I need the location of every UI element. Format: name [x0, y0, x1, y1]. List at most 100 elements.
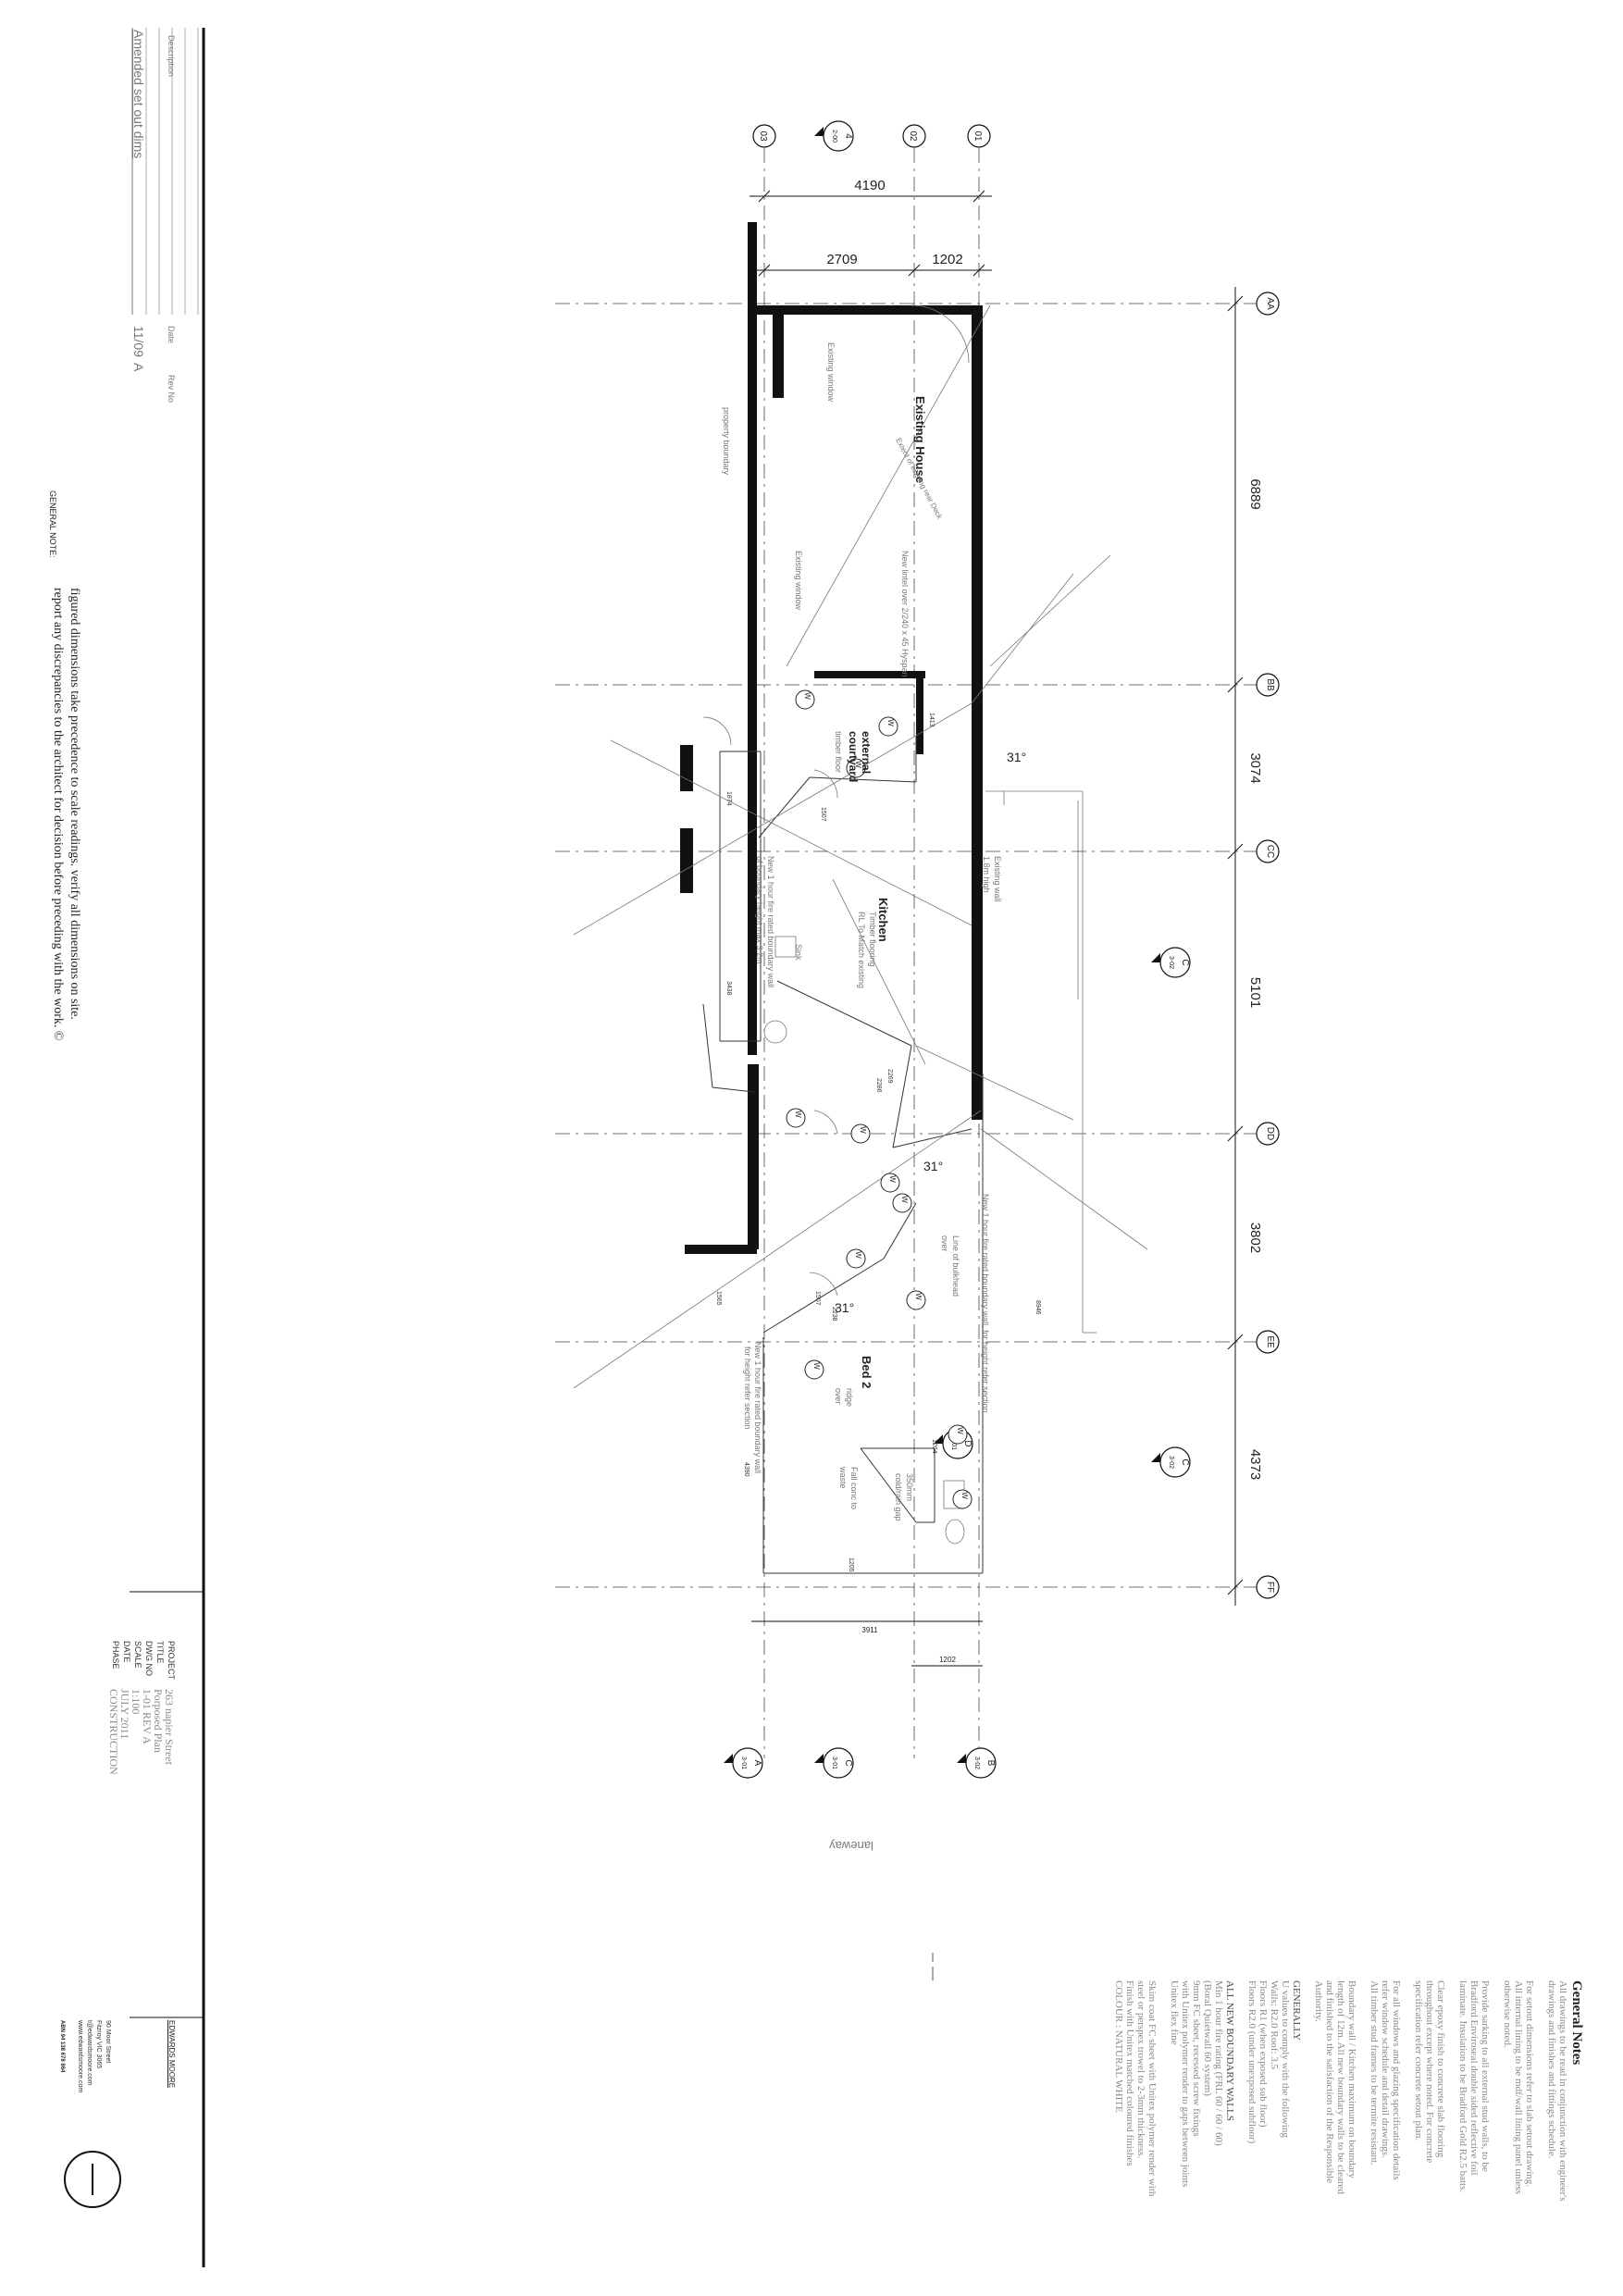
- section-letter-0: A: [752, 1760, 762, 1767]
- label-timber-floor: timber floor: [834, 731, 843, 773]
- firm-address-line-2: t@edwardsmoore.com: [86, 2020, 93, 2086]
- wall-segment-6: [773, 315, 784, 398]
- general-notes-line-8-1: steel or perspex trowel to 2-3mm thickne…: [1135, 1980, 1146, 2159]
- small-dim-9: 1205: [848, 1558, 854, 1572]
- wall-line-7: [883, 1202, 917, 1260]
- section-marker-arrow: [957, 1754, 966, 1763]
- label-laneway: laneway: [829, 1839, 873, 1853]
- label-angle-31-c: 31°: [835, 1300, 854, 1315]
- walls: [680, 222, 983, 1254]
- wall-segment-7: [748, 500, 757, 518]
- wall-segment-9: [916, 671, 923, 754]
- window-tag-10: W: [914, 1293, 923, 1300]
- grid-bubble-03: [752, 124, 776, 148]
- grid-bubble-BB: [1256, 673, 1280, 697]
- general-notes-line-5-1: length of 12m. All new boundary walls to…: [1335, 1980, 1346, 2194]
- section-sheet-2: 3-02: [973, 1756, 980, 1769]
- wall-segment-11: [680, 828, 693, 893]
- grid-bubble-CC: [1256, 839, 1280, 863]
- general-notes-line-6-4: Floors R2.0 (under unexposed subfloor): [1246, 1980, 1258, 2144]
- general-notes-line-7-2: (Boral Quietwall 60 system): [1202, 1980, 1213, 2096]
- window-tag-7: W: [956, 1427, 964, 1434]
- section-letter-3: 4: [843, 133, 853, 139]
- window-tag-3: W: [794, 1111, 802, 1118]
- label-fall-waste-b: waste: [838, 1466, 848, 1489]
- wall-line-6: [762, 1258, 885, 1334]
- room-external-courtyard-2: courtyard: [847, 731, 860, 782]
- wall-segment-0: [748, 222, 757, 1055]
- general-notes-line-7-0: ALL NEW BOUNDARY WALLS: [1224, 1980, 1235, 2121]
- general-notes-line-3-0: Clear epoxy finish to concrete slab floo…: [1435, 1980, 1446, 2158]
- light-line-9: [915, 1045, 1074, 1121]
- grid-bubble-AA: [1256, 292, 1280, 316]
- section-sheet-5: 3-02: [1168, 1456, 1174, 1469]
- general-notes-line-2-2: laminate. Insulation to be Bradford Gold…: [1457, 1980, 1468, 2193]
- label-new-1hr-wall-1: New 1 hour fire rated boundary wall: [766, 856, 775, 987]
- dim-tick-5: [1227, 1579, 1244, 1595]
- project-label-title: TITLE: [155, 1641, 165, 1664]
- dim-spacing-3074: 3074: [1247, 752, 1263, 783]
- wall-segment-1: [748, 305, 979, 315]
- general-notes-line-2-1: Bradford Enviroseal double sided reflect…: [1468, 1980, 1480, 2176]
- general-notes-line-6-3: Floors R1 (when exposed sub floor): [1258, 1980, 1269, 2128]
- label-line-bulkhead-b: over: [940, 1235, 949, 1252]
- window-tag-circle: [880, 1173, 900, 1193]
- grid-label-FF: FF: [1265, 1582, 1275, 1593]
- general-notes-line-2-0: Provide sarking to all external stud wal…: [1480, 1980, 1491, 2172]
- project-label-scale: SCALE: [133, 1641, 142, 1669]
- wall-line-3: [776, 980, 912, 1047]
- window-tag-circle: [948, 1424, 968, 1445]
- dim-bottom-1202: 1202: [939, 1656, 956, 1664]
- thin-linework: [702, 736, 984, 1574]
- general-notes-line-4-2: All timber stud frames to be termite res…: [1369, 1980, 1380, 2166]
- general-notes-line-3-1: throughout except where noted. For concr…: [1424, 1980, 1435, 2164]
- small-dim-10: 4390: [743, 1462, 750, 1477]
- general-notes-line-8-3: COLOUR : NATURAL WHITE: [1113, 1980, 1124, 2113]
- basin-fixture: [945, 1519, 965, 1545]
- window-tag-8: W: [900, 1196, 909, 1203]
- wall-segment-8: [814, 671, 925, 678]
- window-tag-2: W: [854, 761, 862, 768]
- dim-top-2709: 2709: [826, 252, 857, 267]
- dim-tick-3: [1227, 1125, 1244, 1142]
- small-dim-0: 1413: [928, 713, 935, 727]
- label-ridge-over: over: [834, 1388, 843, 1405]
- wall-segment-3: [972, 676, 983, 1120]
- label-new-1hr-wall-3b: for height refer section: [743, 1347, 752, 1430]
- section-sheet-4: 3-02: [1168, 956, 1174, 969]
- label-rl-match: RL To Match existing: [857, 912, 866, 988]
- label-angle-31-b: 31°: [923, 1159, 943, 1173]
- window-tag-6: W: [854, 1251, 862, 1259]
- general-notes-line-8-0: Skim coat FC sheet with Unitex polymer r…: [1146, 1980, 1158, 2197]
- general-notes-line-6-1: U values to comply with the following: [1280, 1980, 1291, 2138]
- firm-address-line-1: Fitzroy VIC 3065: [95, 2020, 102, 2069]
- window-tag-circle: [878, 716, 898, 737]
- room-existing-house: Existing House: [913, 396, 927, 483]
- label-new-lintel: New lintel over 2/240 x 45 Hyspan: [900, 551, 910, 677]
- grid-label-02: 02: [908, 130, 918, 142]
- small-dim-6: 1507: [814, 1291, 821, 1306]
- door-arc-3: [813, 1110, 838, 1135]
- section-marker-arrow: [1151, 1453, 1160, 1462]
- light-line-13: [610, 739, 973, 926]
- section-letter-1: C: [843, 1759, 853, 1766]
- window-tag-circle: [892, 1193, 912, 1213]
- window-tag-circle: [786, 1108, 806, 1128]
- window-tag-4: W: [859, 1126, 867, 1134]
- dim-top-tick-0: [758, 190, 771, 203]
- grid-bubble-FF: [1256, 1575, 1280, 1599]
- general-notes-line-3-2: specification refer concrete setout plan…: [1413, 1980, 1424, 2141]
- dim-top-1202: 1202: [932, 252, 962, 267]
- label-sink: Sink: [794, 944, 803, 961]
- grid-label-EE: EE: [1265, 1335, 1275, 1348]
- sink-fixture: [774, 936, 797, 958]
- label-existing-window-1: Existing window: [826, 342, 836, 403]
- small-dim-8: 1204: [931, 1439, 937, 1454]
- light-line-8: [786, 304, 991, 667]
- wall-line-4: [892, 1045, 912, 1148]
- label-fall-waste: Fall conc to: [849, 1467, 859, 1509]
- general-notes-line-7-3: 9mm FC sheet, recessed screw fixings: [1191, 1980, 1202, 2137]
